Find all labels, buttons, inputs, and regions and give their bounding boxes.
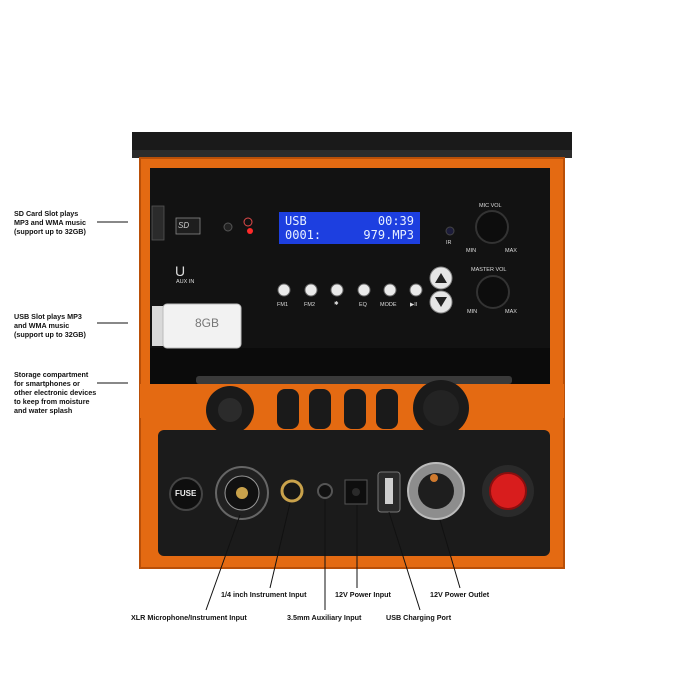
- mic-vol-knob: [475, 210, 509, 244]
- callout-usb-charging: USB Charging Port: [386, 613, 452, 622]
- button-mode: [383, 283, 397, 297]
- mic-vol-max-label: MAX: [505, 248, 517, 254]
- ir-label: IR: [446, 240, 452, 246]
- bluetooth-icon: ✱: [334, 301, 339, 307]
- ir-sensor: [445, 226, 455, 236]
- button-fm2-label: FM2: [304, 302, 315, 308]
- fuse-label: FUSE: [175, 489, 197, 498]
- usb-stick: [152, 303, 242, 349]
- button-eq: [357, 283, 371, 297]
- callout-xlr-input: XLR Microphone/Instrument Input: [131, 613, 247, 622]
- svg-text:U: U: [175, 263, 185, 279]
- button-fm2: [304, 283, 318, 297]
- mic-vol-label: MIC VOL: [479, 203, 502, 209]
- lcd-track-number: 0001:: [285, 228, 322, 242]
- power-switch: [489, 472, 527, 510]
- mic-vol-min-label: MIN: [466, 248, 477, 254]
- callout-power-outlet: 12V Power Outlet: [430, 590, 490, 599]
- play-pause-icon: ▶II: [410, 302, 418, 308]
- button-row: [277, 283, 423, 297]
- button-bluetooth: [330, 283, 344, 297]
- button-play-pause: [409, 283, 423, 297]
- power-led: [247, 228, 253, 234]
- instrument-jack: [280, 479, 304, 503]
- fuse-holder: [169, 477, 203, 511]
- master-vol-min-label: MIN: [467, 309, 478, 315]
- button-fm1: [277, 283, 291, 297]
- lcd-display: USB 00:39 0001: 979.MP3: [279, 212, 420, 244]
- usb-stick-label: 8GB: [195, 316, 220, 330]
- lcd-source: USB: [285, 214, 307, 228]
- callout-storage: Storage compartment for smartphones or o…: [14, 370, 97, 415]
- aux-jack: [317, 483, 333, 499]
- lcd-time: 00:39: [377, 214, 414, 228]
- lcd-track-name: 979.MP3: [363, 228, 414, 242]
- callout-instrument-input: 1/4 inch Instrument Input: [221, 590, 307, 599]
- callout-power-input: 12V Power Input: [335, 590, 391, 599]
- sd-slot-label: SD: [178, 221, 190, 230]
- sd-card-slot: [151, 205, 165, 241]
- rubber-caps: [206, 380, 469, 436]
- button-fm1-label: FM1: [277, 302, 288, 308]
- master-vol-knob: [476, 275, 510, 309]
- aux-in-label: AUX IN: [176, 279, 195, 285]
- callout-usb-slot: USB Slot plays MP3 and WMA music (suppor…: [14, 312, 86, 339]
- master-vol-max-label: MAX: [505, 309, 517, 315]
- button-mode-label: MODE: [380, 302, 397, 308]
- master-vol-label: MASTER VOL: [471, 267, 507, 273]
- callout-sd-card: SD Card Slot plays MP3 and WMA music (su…: [14, 209, 87, 236]
- callout-aux-input: 3.5mm Auxiliary Input: [287, 613, 362, 622]
- button-eq-label: EQ: [359, 302, 367, 308]
